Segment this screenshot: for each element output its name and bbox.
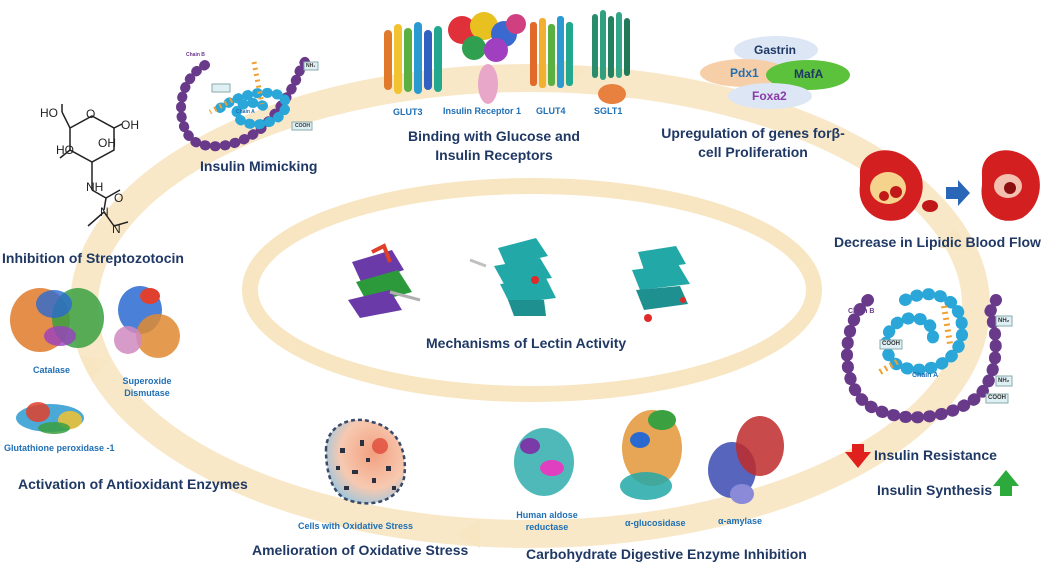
atom-o-ring: O xyxy=(86,107,96,121)
insulin-top-cooh: COOH xyxy=(295,123,310,129)
caption-glut4: GLUT4 xyxy=(536,106,566,116)
caption-oxidative-cells: Cells with Oxidative Stress xyxy=(298,521,414,531)
caption-aldose-line2: reductase xyxy=(525,522,569,532)
glutathione-peroxidase-structure xyxy=(16,402,84,434)
label-streptozotocin: Inhibition of Streptozotocin xyxy=(2,250,184,266)
blood-vessel-before xyxy=(859,150,938,221)
atom-ho-middle: HO xyxy=(56,143,74,157)
caption-alpha-amylase: α-amylase xyxy=(718,516,763,526)
insulin-resistance-down-arrow xyxy=(845,444,871,468)
label-mafa: MafA xyxy=(794,67,824,81)
label-carbohydrate: Carbohydrate Digestive Enzyme Inhibition xyxy=(526,546,807,562)
atom-oh-right: OH xyxy=(121,118,139,132)
inner-ring xyxy=(242,178,822,402)
streptozotocin-molecule xyxy=(59,104,129,227)
ring-arrow-bottom xyxy=(455,520,480,548)
alpha-amylase-structure xyxy=(708,416,784,504)
lectin-protein-1 xyxy=(348,243,421,318)
atom-n-nitroso: N xyxy=(112,222,121,236)
label-insulin-mimicking: Insulin Mimicking xyxy=(200,158,318,174)
oxidative-stress-cell xyxy=(324,418,407,505)
insulin-top-nh2: NH₂ xyxy=(306,63,316,69)
receptor-insulin-1 xyxy=(448,12,526,104)
label-binding: Binding with Glucose and Insulin Recepto… xyxy=(404,127,584,165)
label-upregulation-line2: cell Proliferation xyxy=(698,144,808,160)
caption-sglt1: SGLT1 xyxy=(594,106,623,116)
insulin-right-cooh-b: COOH xyxy=(988,395,1006,401)
receptor-glut3 xyxy=(384,22,442,94)
insulin-right-cooh-a: COOH xyxy=(882,341,900,347)
caption-glut3: GLUT3 xyxy=(393,107,423,117)
receptor-glut4 xyxy=(530,16,573,88)
lectin-protein-2 xyxy=(469,238,556,316)
caption-superoxide-line2: Dismutase xyxy=(124,388,170,398)
atom-nh: NH xyxy=(86,180,104,194)
label-binding-line2: Insulin Receptors xyxy=(435,147,553,163)
lectin-protein-3 xyxy=(632,246,690,322)
receptor-sglt1 xyxy=(592,10,630,104)
gene-mafa xyxy=(766,60,850,90)
atom-oh-middle: OH xyxy=(98,136,116,150)
caption-aldose-reductase: Human aldose reductase xyxy=(512,509,582,533)
gene-gastrin xyxy=(734,36,818,64)
insulin-structure-right xyxy=(841,288,1013,424)
insulin-structure-top xyxy=(176,55,319,152)
caption-glutathione-peroxidase: Glutathione peroxidase -1 xyxy=(4,443,115,453)
blood-vessel-after xyxy=(981,150,1040,221)
label-insulin-resistance: Insulin Resistance xyxy=(874,447,997,463)
caption-insulin-receptor-1: Insulin Receptor 1 xyxy=(443,106,522,116)
catalase-structure xyxy=(10,288,104,352)
caption-superoxide-dismutase: Superoxide Dismutase xyxy=(110,375,184,399)
atom-n: N xyxy=(100,205,109,219)
label-pdx1: Pdx1 xyxy=(730,66,759,80)
caption-alpha-glucosidase: α-glucosidase xyxy=(625,518,686,528)
label-upregulation: Upregulation of genes forβ- cell Prolife… xyxy=(648,124,858,162)
aldose-reductase-structure xyxy=(514,428,574,496)
caption-aldose-line1: Human aldose xyxy=(516,510,578,520)
superoxide-dismutase-structure xyxy=(114,286,180,358)
insulin-right-chain-b: Chain B xyxy=(848,308,875,315)
insulin-right-nh2-top: NH₂ xyxy=(998,318,1010,324)
atom-o-carbonyl: O xyxy=(114,191,124,205)
insulin-synthesis-up-arrow xyxy=(993,470,1019,496)
caption-catalase: Catalase xyxy=(33,365,71,375)
label-lipidic-flow: Decrease in Lipidic Blood Flow xyxy=(834,234,1041,250)
center-title: Mechanisms of Lectin Activity xyxy=(426,335,627,351)
label-upregulation-line1: Upregulation of genes forβ- xyxy=(661,125,845,141)
gene-pdx1 xyxy=(700,59,788,87)
label-gastrin: Gastrin xyxy=(754,43,797,57)
caption-superoxide-line1: Superoxide xyxy=(122,376,172,386)
label-insulin-synthesis: Insulin Synthesis xyxy=(877,482,993,498)
gene-foxa2 xyxy=(728,83,812,109)
ring-arrow-right xyxy=(940,228,972,250)
insulin-right-chain-a: Chain A xyxy=(912,372,939,379)
atom-ho-top: HO xyxy=(40,106,58,120)
flow-arrow-right xyxy=(946,180,970,206)
insulin-top-chain-a: Chain A xyxy=(236,109,255,115)
insulin-top-chain-b: Chain B xyxy=(186,52,205,58)
label-oxidative: Amelioration of Oxidative Stress xyxy=(252,542,469,558)
insulin-right-nh2-bottom: NH₂ xyxy=(998,378,1010,384)
ring-arrow-left xyxy=(80,356,108,380)
label-foxa2: Foxa2 xyxy=(752,89,787,103)
label-antioxidant: Activation of Antioxidant Enzymes xyxy=(18,476,248,492)
label-binding-line1: Binding with Glucose and xyxy=(408,128,580,144)
alpha-glucosidase-structure xyxy=(620,410,682,500)
